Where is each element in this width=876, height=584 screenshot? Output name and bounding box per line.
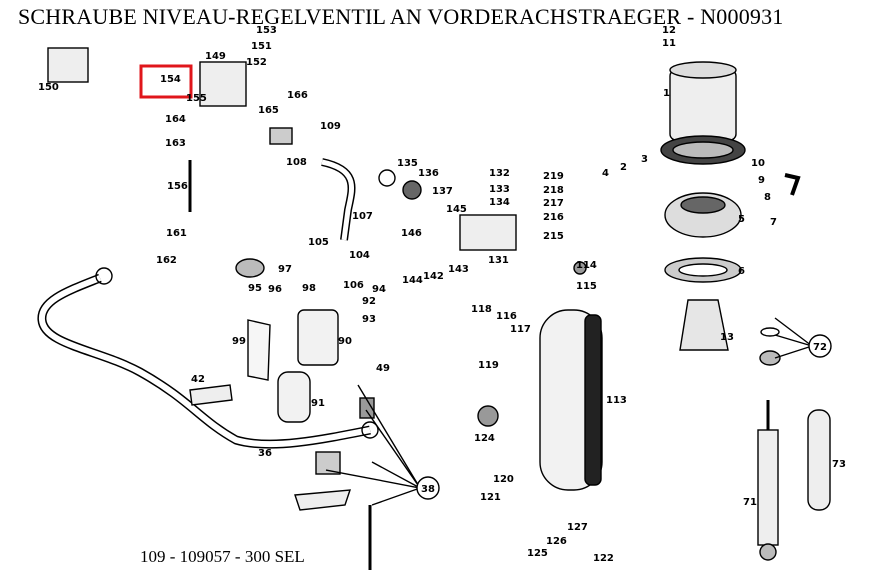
part-label-104: 104 <box>349 250 370 261</box>
level-control-valve <box>459 214 517 251</box>
part-label-94: 94 <box>372 284 386 295</box>
bracket <box>247 319 271 381</box>
part-label-165: 165 <box>258 105 279 116</box>
part-label-155: 155 <box>186 93 207 104</box>
part-label-113: 113 <box>606 395 627 406</box>
part-label-124: 124 <box>474 433 495 444</box>
part-label-117: 117 <box>510 324 531 335</box>
part-label-215: 215 <box>543 231 564 242</box>
part-label-218: 218 <box>543 185 564 196</box>
bump-stop <box>679 299 729 351</box>
part-label-105: 105 <box>308 237 329 248</box>
part-label-126: 126 <box>546 536 567 547</box>
part-label-166: 166 <box>287 90 308 101</box>
part-label-2: 2 <box>620 162 627 173</box>
part-label-90: 90 <box>338 336 352 347</box>
part-label-11: 11 <box>662 38 676 49</box>
part-label-154: 154 <box>160 74 181 85</box>
part-label-95: 95 <box>248 283 262 294</box>
part-label-152: 152 <box>246 57 267 68</box>
part-label-144: 144 <box>402 275 423 286</box>
part-label-42: 42 <box>191 374 205 385</box>
pressure-reservoir <box>539 309 603 491</box>
highlight-box <box>139 64 193 99</box>
part-label-219: 219 <box>543 171 564 182</box>
part-label-137: 137 <box>432 186 453 197</box>
part-label-4: 4 <box>602 168 609 179</box>
diagram-title: SCHRAUBE NIVEAU-REGELVENTIL AN VORDERACH… <box>18 4 784 29</box>
part-label-108: 108 <box>286 157 307 168</box>
valve-block <box>199 61 247 107</box>
part-label-146: 146 <box>401 228 422 239</box>
part-label-9: 9 <box>758 175 765 186</box>
part-label-13: 13 <box>720 332 734 343</box>
model-footer: 109 - 109057 - 300 SEL <box>140 547 305 566</box>
part-label-6: 6 <box>738 266 745 277</box>
part-label-73: 73 <box>832 459 846 470</box>
part-label-72: 72 <box>813 342 827 353</box>
part-label-118: 118 <box>471 304 492 315</box>
filter-housing <box>277 371 311 423</box>
part-label-120: 120 <box>493 474 514 485</box>
part-label-7: 7 <box>770 217 777 228</box>
protective-boot <box>807 409 831 511</box>
air-spring-top <box>660 61 746 165</box>
part-label-49: 49 <box>376 363 390 374</box>
part-label-131: 131 <box>488 255 509 266</box>
part-label-153: 153 <box>256 25 277 36</box>
part-label-12: 12 <box>662 25 676 36</box>
part-label-10: 10 <box>751 158 765 169</box>
part-label-217: 217 <box>543 198 564 209</box>
part-label-1: 1 <box>663 88 670 99</box>
part-label-127: 127 <box>567 522 588 533</box>
part-label-161: 161 <box>166 228 187 239</box>
part-label-8: 8 <box>764 192 771 203</box>
part-label-114: 114 <box>576 260 597 271</box>
part-label-163: 163 <box>165 138 186 149</box>
part-label-99: 99 <box>232 336 246 347</box>
part-label-107: 107 <box>352 211 373 222</box>
part-label-93: 93 <box>362 314 376 325</box>
part-label-145: 145 <box>446 204 467 215</box>
part-label-116: 116 <box>496 311 517 322</box>
part-label-134: 134 <box>489 197 510 208</box>
valve-150 <box>47 47 89 83</box>
part-label-133: 133 <box>489 184 510 195</box>
part-label-96: 96 <box>268 284 282 295</box>
part-label-151: 151 <box>251 41 272 52</box>
part-label-115: 115 <box>576 281 597 292</box>
part-label-109: 109 <box>320 121 341 132</box>
part-label-132: 132 <box>489 168 510 179</box>
part-label-162: 162 <box>156 255 177 266</box>
part-label-3: 3 <box>641 154 648 165</box>
part-label-36: 36 <box>258 448 272 459</box>
part-label-149: 149 <box>205 51 226 62</box>
part-label-156: 156 <box>167 181 188 192</box>
part-label-135: 135 <box>397 158 418 169</box>
part-label-122: 122 <box>593 553 614 564</box>
part-label-121: 121 <box>480 492 501 503</box>
part-label-38: 38 <box>421 484 435 495</box>
part-label-71: 71 <box>743 497 757 508</box>
part-label-164: 164 <box>165 114 186 125</box>
part-label-106: 106 <box>343 280 364 291</box>
part-label-143: 143 <box>448 264 469 275</box>
part-label-216: 216 <box>543 212 564 223</box>
part-label-142: 142 <box>423 271 444 282</box>
shock-absorber <box>757 400 779 561</box>
part-label-136: 136 <box>418 168 439 179</box>
part-label-92: 92 <box>362 296 376 307</box>
part-label-5: 5 <box>738 214 745 225</box>
part-label-119: 119 <box>478 360 499 371</box>
part-label-98: 98 <box>302 283 316 294</box>
part-label-97: 97 <box>278 264 292 275</box>
part-label-91: 91 <box>311 398 325 409</box>
part-label-125: 125 <box>527 548 548 559</box>
part-label-150: 150 <box>38 82 59 93</box>
hydraulic-unit <box>297 309 339 366</box>
